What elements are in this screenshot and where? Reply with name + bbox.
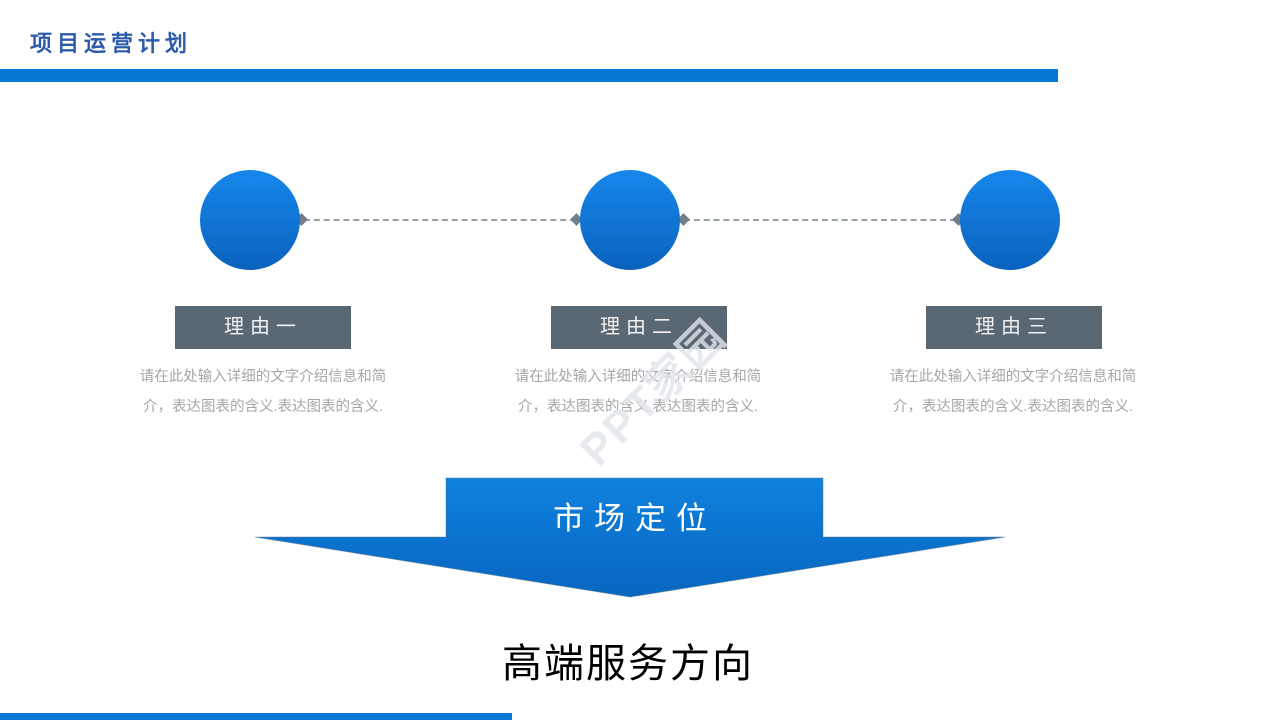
- reason-circle-2: [580, 170, 680, 270]
- reason-description-line: 介，表达图表的含义.表达图表的含义.: [517, 399, 759, 415]
- title-underline-bar: [0, 69, 1058, 82]
- down-arrow-shape: [254, 477, 1006, 598]
- reason-description-line: 请在此处输入详细的文字介绍信息和简: [889, 369, 1137, 385]
- reason-description-line: 请在此处输入详细的文字介绍信息和简: [139, 369, 387, 385]
- conclusion-text: 高端服务方向: [502, 642, 754, 686]
- reason-description-line: 请在此处输入详细的文字介绍信息和简: [514, 369, 762, 385]
- reason-description-3: 请在此处输入详细的文字介绍信息和简 介，表达图表的含义.表达图表的含义.: [848, 362, 1178, 422]
- reason-circle-3: [960, 170, 1060, 270]
- reason-description-1: 请在此处输入详细的文字介绍信息和简 介，表达图表的含义.表达图表的含义.: [98, 362, 428, 422]
- reason-description-2: 请在此处输入详细的文字介绍信息和简 介，表达图表的含义.表达图表的含义.: [473, 362, 803, 422]
- reason-box-3: 理由三: [926, 306, 1102, 349]
- connector-dashed-line-1: [304, 219, 576, 221]
- connector-dashed-line-2: [684, 219, 956, 221]
- arrow-label: 市场定位: [553, 501, 717, 536]
- reason-box-1: 理由一: [175, 306, 351, 349]
- bottom-accent-bar: [0, 713, 512, 720]
- reason-circle-1: [200, 170, 300, 270]
- page-title: 项目运营计划: [30, 31, 193, 56]
- reason-description-line: 介，表达图表的含义.表达图表的含义.: [142, 399, 384, 415]
- reason-box-2: 理由二: [551, 306, 727, 349]
- reason-description-line: 介，表达图表的含义.表达图表的含义.: [892, 399, 1134, 415]
